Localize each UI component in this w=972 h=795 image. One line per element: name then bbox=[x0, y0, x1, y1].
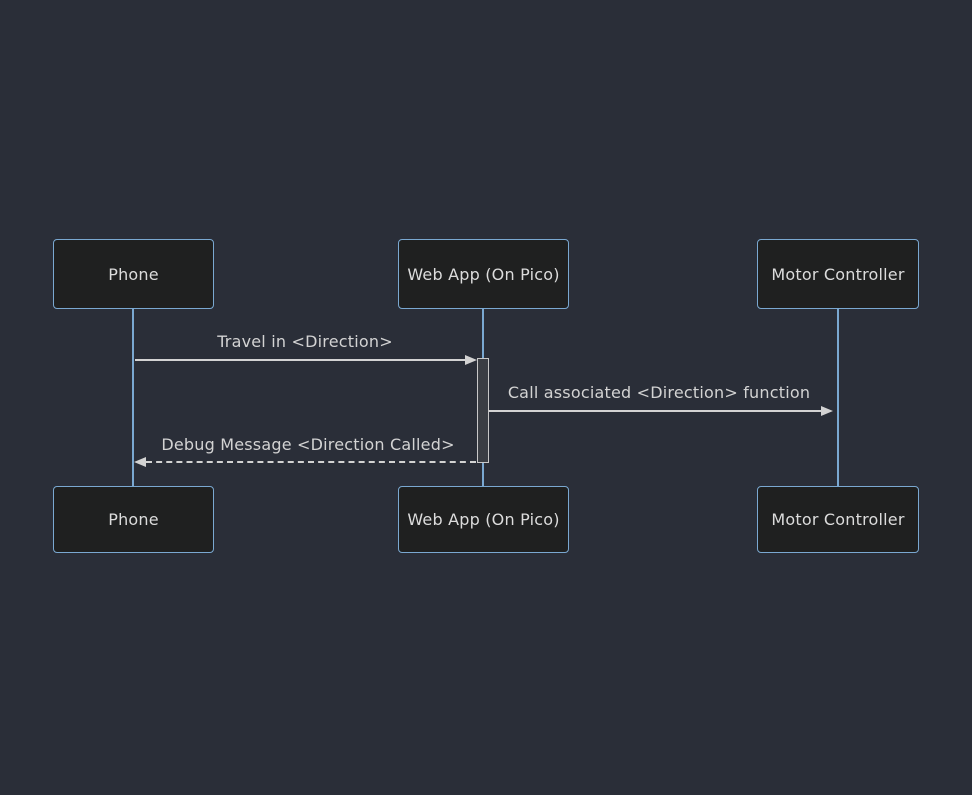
actor-label-webapp-top: Web App (On Pico) bbox=[407, 264, 560, 284]
arrowhead-right-icon bbox=[465, 354, 477, 365]
arrowhead-right-icon bbox=[821, 405, 833, 416]
actor-box-motor-top: Motor Controller bbox=[757, 239, 919, 309]
message-line-debug bbox=[146, 461, 476, 463]
actor-box-webapp-bottom: Web App (On Pico) bbox=[398, 486, 569, 553]
lifeline-phone bbox=[132, 309, 134, 486]
message-label-call-function: Call associated <Direction> function bbox=[507, 383, 811, 402]
actor-box-webapp-top: Web App (On Pico) bbox=[398, 239, 569, 309]
arrowhead-left-icon bbox=[134, 456, 146, 467]
message-label-travel: Travel in <Direction> bbox=[217, 332, 393, 351]
actor-label-webapp-bottom: Web App (On Pico) bbox=[407, 510, 560, 529]
actor-box-phone-bottom: Phone bbox=[53, 486, 214, 553]
actor-box-motor-bottom: Motor Controller bbox=[757, 486, 919, 553]
actor-label-phone-top: Phone bbox=[108, 264, 159, 284]
activation-bar-webapp bbox=[477, 358, 489, 463]
actor-label-motor-bottom: Motor Controller bbox=[771, 510, 905, 529]
lifeline-motor bbox=[837, 309, 839, 486]
message-line-call-function bbox=[489, 410, 823, 412]
actor-label-motor-top: Motor Controller bbox=[771, 264, 905, 284]
message-label-debug: Debug Message <Direction Called> bbox=[161, 435, 455, 454]
actor-box-phone-top: Phone bbox=[53, 239, 214, 309]
actor-label-phone-bottom: Phone bbox=[108, 510, 159, 529]
message-line-travel bbox=[135, 359, 467, 361]
